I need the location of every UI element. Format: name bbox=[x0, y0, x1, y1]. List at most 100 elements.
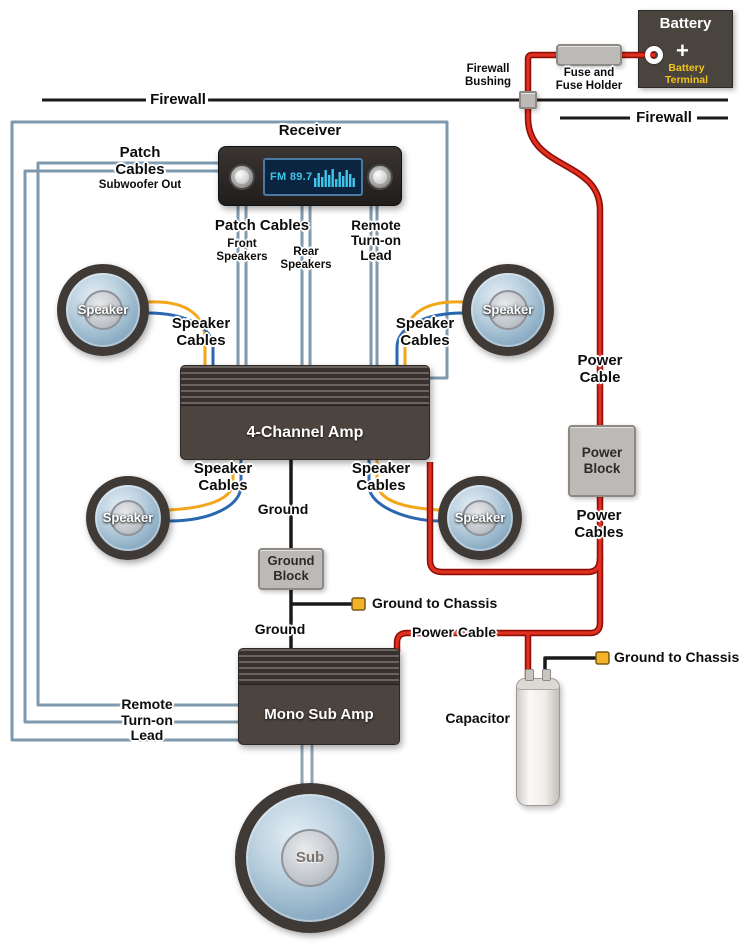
capacitor-positive-terminal bbox=[525, 669, 534, 681]
label-line: Bushing bbox=[465, 75, 511, 88]
sub-dust-cap bbox=[281, 829, 339, 887]
power-cable-battery-to-block bbox=[526, 53, 655, 425]
speaker-rear-left: Speaker bbox=[86, 476, 170, 560]
label-line: Terminal bbox=[665, 74, 708, 87]
speaker-cables-label-rear-right: Speaker Cables bbox=[342, 460, 420, 495]
fuse-holder bbox=[556, 44, 622, 66]
speaker-dust-cap bbox=[488, 290, 528, 330]
label-line: Cable bbox=[579, 368, 621, 386]
speaker-front-left: Speaker bbox=[57, 264, 149, 356]
chassis-connector-upper bbox=[351, 597, 366, 611]
label-line: Remote bbox=[351, 218, 401, 233]
ground-to-chassis-label-upper: Ground to Chassis bbox=[372, 595, 498, 611]
receiver-frequency: FM 89.7 bbox=[270, 171, 313, 183]
receiver-knob-right bbox=[367, 164, 393, 190]
four-channel-amp-label: 4-Channel Amp bbox=[246, 423, 364, 441]
subwoofer: Sub bbox=[235, 783, 385, 933]
speaker-cable-orange-rear-left bbox=[167, 458, 235, 512]
label-line: Cables bbox=[176, 331, 226, 349]
speaker-cable-orange-front-left bbox=[146, 300, 207, 367]
speaker-cables-label-front-left: Speaker Cables bbox=[162, 315, 240, 350]
sub-label: Sub bbox=[295, 849, 325, 867]
remote-turnon-daisy-cable bbox=[10, 120, 449, 742]
speaker-cables-label-rear-left: Speaker Cables bbox=[184, 460, 262, 495]
label-line: Cables bbox=[115, 160, 165, 178]
receiver-knob-left bbox=[229, 164, 255, 190]
label-line: Speaker bbox=[395, 315, 455, 332]
label-line: Speaker bbox=[193, 460, 253, 477]
label-line: Cables bbox=[356, 476, 406, 494]
speaker-label: Speaker bbox=[482, 302, 534, 318]
label-line: Fuse Holder bbox=[555, 79, 623, 92]
speaker-label: Speaker bbox=[454, 510, 506, 526]
chassis-connector-lower bbox=[595, 651, 610, 665]
remote-turnon-lead-pair bbox=[369, 204, 379, 367]
remote-turnon-lead-label-bottom: Remote Turn-on Lead bbox=[110, 696, 184, 744]
speaker-front-right: Speaker bbox=[462, 264, 554, 356]
label-line: Lead bbox=[130, 727, 164, 744]
capacitor-lid bbox=[517, 679, 559, 690]
label-line: Cables bbox=[400, 331, 450, 349]
battery-title: Battery bbox=[659, 15, 712, 32]
label-line: Lead bbox=[360, 248, 392, 264]
capacitor-label: Capacitor bbox=[445, 710, 510, 726]
label-line: Speakers bbox=[280, 258, 332, 271]
speaker-label: Speaker bbox=[77, 302, 129, 318]
firewall-label-right: Firewall bbox=[636, 109, 692, 126]
speaker-cable-blue-front-left bbox=[146, 311, 215, 367]
label-line: Subwoofer Out bbox=[98, 178, 182, 191]
label-line: Rear bbox=[293, 246, 319, 258]
label-line: Speaker bbox=[171, 315, 231, 332]
ground-to-chassis-cable-lower bbox=[543, 656, 596, 680]
speaker-dust-cap bbox=[83, 290, 123, 330]
power-cables-label: Power Cables bbox=[568, 507, 630, 542]
battery-plus-symbol: + bbox=[676, 38, 689, 63]
firewall-label-left: Firewall bbox=[150, 91, 206, 108]
spectrum-bars-icon bbox=[314, 169, 355, 187]
label-line: Power bbox=[576, 507, 622, 524]
power-cable-label-top: Power Cable bbox=[572, 352, 628, 387]
speaker-dust-cap bbox=[462, 500, 498, 536]
patch-cables-subwoofer-label: Patch Cables Subwoofer Out bbox=[98, 144, 182, 191]
label-line: Fuse and bbox=[563, 67, 615, 79]
mono-sub-amp: Mono Sub Amp bbox=[238, 648, 400, 745]
mono-sub-amp-label: Mono Sub Amp bbox=[264, 706, 374, 723]
speaker-rear-right: Speaker bbox=[438, 476, 522, 560]
receiver-display: FM 89.7 bbox=[263, 158, 363, 196]
battery-terminal-label: Battery Terminal bbox=[640, 62, 733, 86]
remote-lead-cable-left bbox=[23, 169, 242, 724]
capacitor bbox=[516, 669, 560, 806]
four-channel-amp: 4-Channel Amp bbox=[180, 365, 430, 460]
label-line: Speakers bbox=[216, 250, 268, 263]
label-line: Ground bbox=[267, 553, 315, 569]
speaker-cable-blue-front-right bbox=[395, 311, 465, 367]
label-line: Turn-on bbox=[121, 711, 173, 728]
amp-heatsink-fins bbox=[239, 649, 399, 685]
receiver: FM 89.7 bbox=[218, 146, 402, 206]
label-line: Cables bbox=[574, 523, 624, 541]
patch-cables-label: Patch Cables bbox=[214, 217, 310, 234]
label-line: Remote bbox=[121, 696, 173, 712]
label-line: Block bbox=[273, 568, 309, 583]
label-line: Cables bbox=[198, 476, 248, 494]
label-line: Power bbox=[581, 445, 623, 461]
ground-label-upper: Ground bbox=[257, 501, 309, 517]
label-line: Block bbox=[583, 461, 621, 476]
subwoofer-patch-cable bbox=[36, 161, 242, 707]
label-line: Speaker bbox=[351, 460, 411, 477]
fuse-holder-label: Fuse and Fuse Holder bbox=[540, 67, 638, 93]
speaker-label: Speaker bbox=[102, 510, 154, 526]
capacitor-negative-terminal bbox=[542, 669, 551, 681]
label-line: Patch bbox=[119, 144, 161, 161]
front-speakers-label: Front Speakers bbox=[214, 238, 270, 264]
amp-heatsink-fins bbox=[181, 366, 429, 406]
rear-speakers-label: Rear Speakers bbox=[278, 246, 334, 272]
speaker-cable-orange-front-right bbox=[403, 300, 465, 367]
power-block: Power Block bbox=[568, 425, 636, 497]
remote-turnon-lead-label-top: Remote Turn-on Lead bbox=[346, 218, 406, 263]
receiver-title: Receiver bbox=[278, 122, 342, 139]
power-cable-label-bottom: Power Cable bbox=[411, 624, 497, 640]
label-line: Front bbox=[227, 238, 257, 250]
